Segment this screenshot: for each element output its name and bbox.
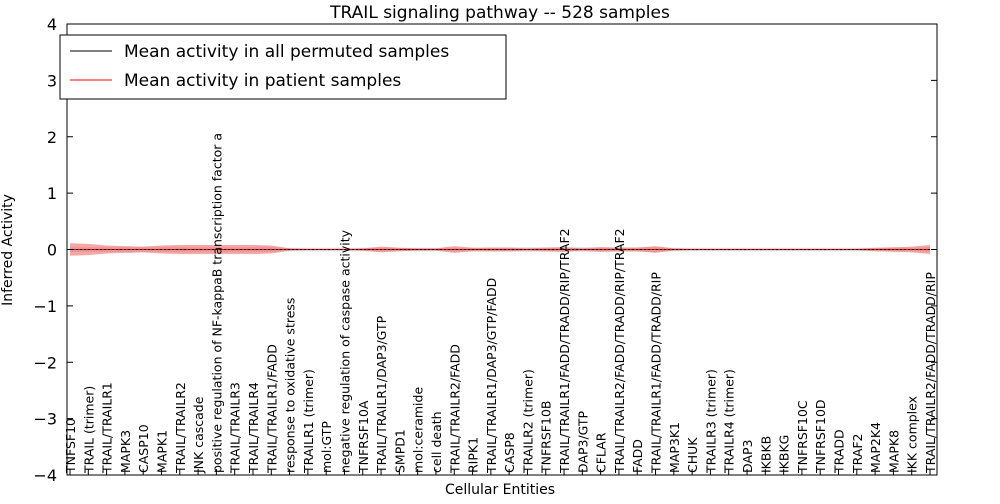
x-tick-label: IKBKG xyxy=(777,435,792,473)
x-tick-label: TNFRSF10C xyxy=(795,400,810,474)
plot-frame xyxy=(66,23,938,476)
legend-label-permuted: Mean activity in all permuted samples xyxy=(124,42,449,62)
y-tick-label: 1 xyxy=(47,184,57,203)
y-tick-label: −2 xyxy=(33,353,57,372)
x-tick-label: TRAIL/TRAILR2/FADD/TRADD/RIP/TRAF2 xyxy=(612,228,627,474)
x-tick-label: TRAIL/TRAILR4 xyxy=(246,382,261,474)
x-tick-label: MAP2K4 xyxy=(868,422,883,473)
x-tick-label: TRAIL/TRAILR3 xyxy=(228,382,243,474)
y-tick-label: −1 xyxy=(33,297,57,316)
x-tick-label: TRAIL/TRAILR1/FADD xyxy=(264,344,279,474)
x-axis-label: Cellular Entities xyxy=(445,482,555,498)
x-tick-label: SMPD1 xyxy=(392,429,407,473)
chart-title: TRAIL signaling pathway -- 528 samples xyxy=(329,3,670,23)
x-tick-label: IKBKB xyxy=(758,436,773,473)
x-tick-label: CHUK xyxy=(685,437,700,473)
x-tick-label: TRAIL/TRAILR1/FADD/TRADD/RIP/TRAF2 xyxy=(557,228,572,474)
x-tick-label: TRAF2 xyxy=(850,433,865,474)
x-tick-label: DAP3/GTP xyxy=(575,410,590,473)
x-tick-label: MAP3K1 xyxy=(667,422,682,473)
x-tick-label: mol:GTP xyxy=(319,421,334,473)
x-tick-label: TNFRSF10A xyxy=(356,400,371,474)
y-tick-label: 2 xyxy=(47,128,57,147)
x-tick-label: positive regulation of NF-kappaB transcr… xyxy=(209,133,224,473)
x-tick-label: TRAIL/TRAILR2/FADD xyxy=(447,344,462,474)
x-tick-label: TRAIL/TRAILR1/DAP3/GTP/FADD xyxy=(484,278,499,474)
y-tick-label: −4 xyxy=(33,466,57,485)
x-tick-label: TNFSF10 xyxy=(63,418,78,474)
x-tick-label: TRADD xyxy=(832,429,847,474)
x-tick-label: TRAILR3 (trimer) xyxy=(703,369,718,474)
legend: Mean activity in all permuted samples Me… xyxy=(59,34,507,100)
x-tick-label: TRAIL/TRAILR2/FADD/TRADD/RIP xyxy=(923,272,938,474)
legend-label-patient: Mean activity in patient samples xyxy=(124,71,401,91)
x-tick-label: TNFRSF10D xyxy=(813,399,828,474)
x-tick-label: TNFRSF10B xyxy=(539,401,554,474)
x-tick-label: CASP8 xyxy=(502,432,517,473)
x-tick-label: CFLAR xyxy=(594,432,609,473)
x-tick-label: IKK complex xyxy=(905,396,920,473)
x-tick-label: DAP3 xyxy=(740,440,755,473)
legend-box xyxy=(59,34,507,100)
x-tick-label: TRAILR4 (trimer) xyxy=(722,369,737,474)
x-tick-label: TRAILR1 (trimer) xyxy=(301,369,316,474)
x-tick-label: TRAILR2 (trimer) xyxy=(520,369,535,474)
y-axis-label: Inferred Activity xyxy=(0,194,16,306)
x-tick-label: MAPK1 xyxy=(154,430,169,473)
x-tick-label: TRAIL (trimer) xyxy=(81,386,96,474)
x-tick-label: TRAIL/TRAILR1/DAP3/GTP xyxy=(374,315,389,474)
x-tick-label: MAPK8 xyxy=(886,430,901,473)
x-tick-label: negative regulation of caspase activity xyxy=(337,229,352,473)
y-tick-label: −3 xyxy=(33,410,57,429)
x-tick-label: TRAIL/TRAILR2 xyxy=(173,382,188,474)
x-tick-label: TRAIL/TRAILR1 xyxy=(100,382,115,474)
x-tick-label: RIPK1 xyxy=(466,437,481,473)
x-tick-label: cell death xyxy=(429,411,444,473)
x-tick-label: TRAIL/TRAILR1/FADD/TRADD/RIP xyxy=(649,272,664,474)
x-tick-label: response to oxidative stress xyxy=(283,298,298,473)
y-tick-label: 0 xyxy=(47,241,57,260)
y-tick-label: 3 xyxy=(47,71,57,90)
x-tick-label: mol:ceramide xyxy=(411,387,426,473)
x-tick-label: MAPK3 xyxy=(118,430,133,473)
x-tick-label: FADD xyxy=(630,439,645,473)
x-tick-label: CASP10 xyxy=(136,424,151,473)
y-tick-label: 4 xyxy=(47,15,57,34)
x-tick-label: JNK cascade xyxy=(191,396,206,474)
